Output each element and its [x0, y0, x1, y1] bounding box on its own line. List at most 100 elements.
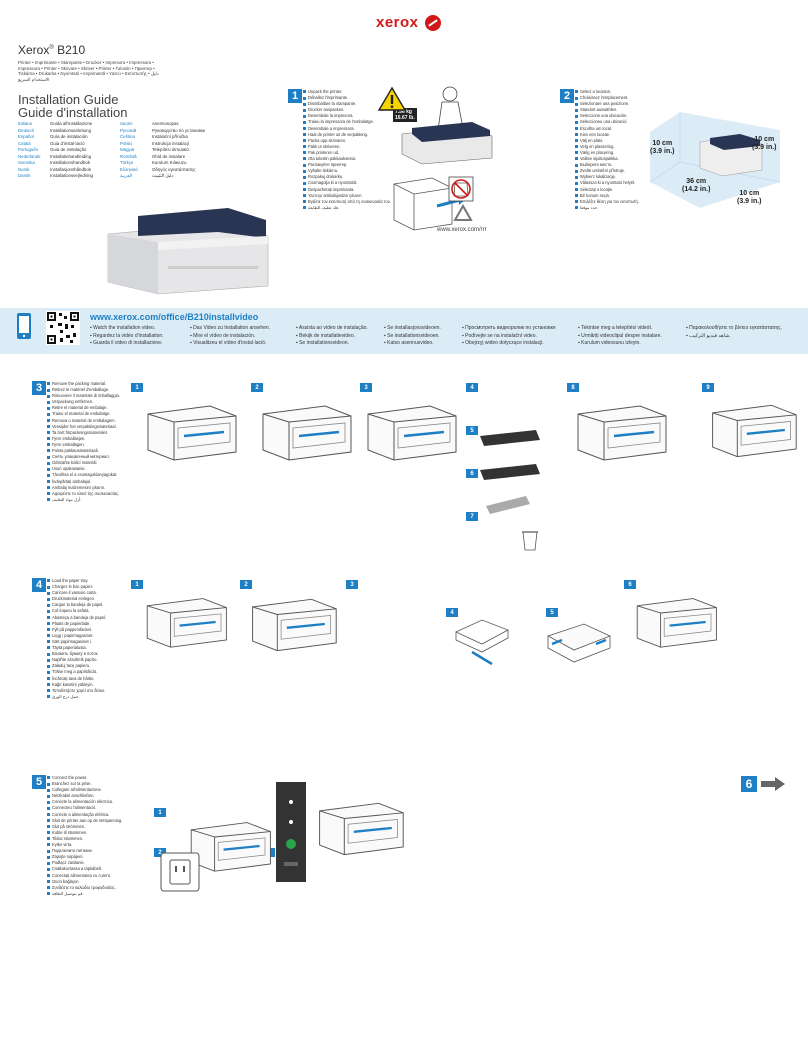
video-instruction-column: ▪ Watch the installation video.▪ Regarde…	[90, 325, 164, 348]
step-5-instruction: Slut på strömmen.	[47, 824, 122, 830]
step-3-instructions: Remove the packing material.Retirez le m…	[47, 381, 120, 503]
step-5-instruction: Podłącz zasilanie.	[47, 860, 122, 866]
step-5-instruction: Sluit de printer aan op de netspanning.	[47, 818, 122, 824]
step-2-instruction: Velg en plassering.	[575, 144, 639, 150]
step-3-instruction: Ta bort förpackningsmaterialet.	[47, 430, 120, 436]
language-code: Italiano	[18, 121, 33, 126]
power-outlet-illustration	[160, 852, 200, 892]
printer-step-illustration	[252, 598, 337, 652]
step-5-instruction: Συνδέστε το καλώδιο τροφοδοσίας.	[47, 885, 122, 891]
step-1-instruction: Yazıcıyı ambalajından çıkarın.	[303, 193, 391, 199]
step-3-instruction: Verpackung entfernen.	[47, 399, 120, 405]
step-1-instruction: Csomagolja ki a nyomtatót.	[303, 180, 391, 186]
step-2-instruction: Select a location.	[575, 89, 639, 95]
warning-icon	[377, 86, 407, 111]
step-5-instruction: Koble til strømmen.	[47, 830, 122, 836]
step-3-instruction: Poista pakkausmateriaali.	[47, 448, 120, 454]
language-guide-name: Οδηγός εγκατάστασης	[152, 166, 196, 172]
language-code: Türkçe	[120, 160, 134, 165]
phone-icon	[17, 313, 31, 339]
step-2-instruction: Selezionare una posizione.	[575, 101, 639, 107]
paper-tray-illustration	[546, 623, 612, 663]
step-3-substep-badge: 4	[466, 383, 478, 392]
dim-top-left: 10 cm(3.9 in.)	[650, 140, 675, 155]
step-3-instruction: Retirez le matériel d'emballage.	[47, 387, 120, 393]
printer-step-illustration	[367, 405, 457, 461]
step-5-instruction: Connecteu l'alimentació.	[47, 805, 122, 811]
video-instruction: ▪ Bekijk de installatievideo.	[296, 332, 356, 339]
step-5-instruction: Conecte a alimentação elétrica.	[47, 812, 122, 818]
step-3-instruction: Remova o material de embalagem.	[47, 418, 120, 424]
printer-illustration	[107, 208, 269, 295]
step-3-instruction: Odstraňte balicí materiál.	[47, 460, 120, 466]
language-guide-name: Руководство по установке	[152, 127, 206, 133]
step-2-instruction: Seleccioneu una ubicació.	[575, 119, 639, 125]
step-4-instruction: Legg i papirmagasinet.	[47, 633, 106, 639]
control-panel-illustration	[276, 782, 306, 882]
language-code: Čeština	[120, 134, 135, 139]
video-instruction-column: ▪ Παρακολουθήστε το βίντεο εγκατάστασης.…	[686, 325, 782, 340]
step-4-instruction: Fyll på pappersfacket.	[47, 627, 106, 633]
arrow-right-icon	[761, 777, 785, 791]
video-instruction-column: ▪ Tekintse meg a telepítési videót.▪ Urm…	[578, 325, 662, 348]
step-1-instruction: Haal de printer uit de verpakking.	[303, 132, 391, 138]
step-3-instruction: Verwijder het verpakkingsmateriaal.	[47, 424, 120, 430]
step-2-instruction: Bir konum seçin.	[575, 193, 639, 199]
step-5-substep-badge: 1	[154, 808, 166, 817]
paper-stack-illustration	[455, 619, 509, 666]
language-code: Nederlands	[18, 153, 41, 159]
video-instruction: ▪ Regardez la vidéo d'installation.	[90, 332, 164, 339]
step-3-substep-badge: 3	[360, 383, 372, 392]
step-5-instruction: Conecte la alimentación eléctrica.	[47, 799, 122, 805]
step-2-instruction: Seleccione una ubicación.	[575, 113, 639, 119]
video-instruction: ▪ Katso asennusvideo.	[384, 340, 434, 346]
step-1-instruction: Распакуйте принтер.	[303, 162, 391, 168]
step-4-instruction: Încărcați tava de hârtie.	[47, 676, 106, 682]
step-3-instruction: Fjern emballagen.	[47, 442, 120, 448]
step-2-instruction: Válassza ki a nyomtató helyét.	[575, 180, 639, 186]
printer-step-illustration	[319, 802, 404, 856]
step-1-instruction: Rozpakuj drukarkę.	[303, 174, 391, 180]
language-guide-name: Installasjonshåndbok	[50, 166, 92, 172]
step-4-instruction: Täytä paperialusta.	[47, 645, 106, 651]
step-4-instruction: Naplňte zásobník papíru.	[47, 657, 106, 663]
video-instruction: ▪ Se installasjonsvideoen.	[384, 325, 441, 331]
recycle-url: www.xerox.com/rrr	[437, 227, 487, 233]
video-instruction-column: ▪ Assista ao vídeo de instalação.▪ Bekij…	[296, 325, 368, 348]
step-2-instruction: Valitse sijoituspaikka.	[575, 156, 639, 162]
step-6-number: 6	[741, 776, 757, 792]
step-1-instruction: Traieu la impressora de l'embalatge.	[303, 119, 391, 125]
step-4-instruction: Töltse meg a papírtálcát.	[47, 669, 106, 675]
no-plastic-bag-icon	[448, 176, 474, 202]
qr-code-icon[interactable]	[46, 311, 80, 345]
dim-side: 10 cm(3.9 in.)	[737, 190, 762, 205]
step-5-instruction: Gücü bağlayın.	[47, 879, 122, 885]
language-code: Dansk	[18, 173, 31, 178]
language-guide-name: Kurulum Kılavuzu	[152, 160, 187, 165]
step-5-instructions: Connect the power.Branchez sur la prise.…	[47, 775, 122, 897]
language-code: Català	[18, 140, 31, 146]
step-5-instruction: Connect the power.	[47, 775, 122, 781]
language-guide-name: Installatiehandleiding	[50, 153, 92, 159]
step-3-number: 3	[32, 381, 46, 395]
language-guide-name: Guía de instalación	[50, 134, 88, 139]
step-4-instruction: حمل درج الورق.	[47, 694, 106, 700]
step-1-instruction: Drucker auspacken.	[303, 107, 391, 113]
step-3-substep-badge: 2	[251, 383, 263, 392]
step-4-substep-badge: 3	[346, 580, 358, 589]
printer-step-illustration	[577, 405, 667, 461]
product-name: Xerox® B210	[18, 43, 86, 57]
step-5-instruction: Netzkabel anschließen.	[47, 793, 122, 799]
video-instruction: ▪ Visualitzeu el vídeo d'instal·lació.	[190, 340, 267, 346]
recycle-icon	[453, 203, 473, 221]
language-guide-name: Installationshandbok	[50, 160, 91, 165]
step-4-instruction: Τοποθετήστε χαρτί στο δίσκο.	[47, 688, 106, 694]
step-2-instructions: Select a location.Choisissez l'emplaceme…	[575, 89, 639, 211]
step-2-instruction: Kies een locatie.	[575, 132, 639, 138]
video-instruction: ▪ شاهد فيديو التركيب.	[686, 332, 731, 339]
step-2-instruction: Выберите место.	[575, 162, 639, 168]
video-url-link[interactable]: www.xerox.com/office/B210installvideo	[90, 312, 259, 322]
printer-step-illustration	[147, 405, 237, 461]
language-code: Norsk	[18, 166, 30, 172]
step-3-instruction: Îndepărtați ambalajul.	[47, 479, 120, 485]
